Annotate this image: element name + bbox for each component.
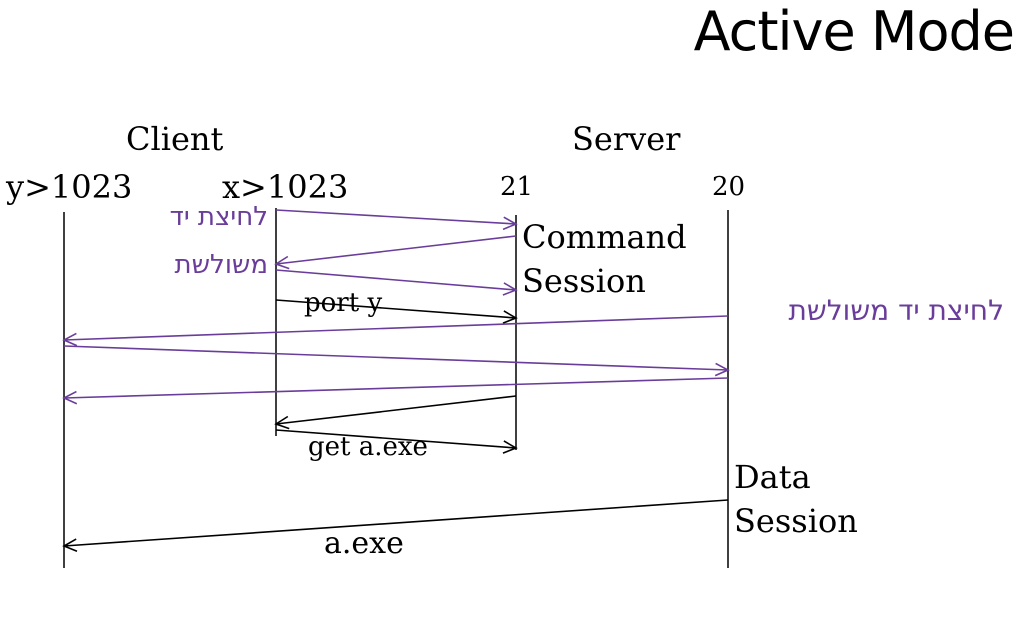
message-arrow bbox=[275, 429, 517, 449]
message-arrow bbox=[63, 345, 729, 371]
message-arrow bbox=[275, 269, 517, 291]
port-server-cmd: 21 bbox=[500, 172, 534, 202]
arrowhead-icon bbox=[714, 362, 730, 377]
message-arrow bbox=[63, 499, 729, 547]
arrowhead-icon bbox=[502, 440, 518, 454]
port-client-cmd: x>1023 bbox=[222, 168, 349, 206]
data-session-line1: Data bbox=[734, 458, 811, 496]
server-label: Server bbox=[572, 120, 681, 158]
message-arrow bbox=[275, 395, 517, 425]
arrowhead-icon bbox=[502, 282, 518, 296]
message-arrow bbox=[275, 299, 517, 319]
handshake-label-command-1: לחיצת יד bbox=[169, 202, 268, 232]
command-session-line1: Command bbox=[522, 218, 687, 256]
arrowhead-icon bbox=[62, 538, 78, 552]
command-session-line2: Session bbox=[522, 262, 646, 300]
port-server-data: 20 bbox=[712, 172, 746, 202]
arrowhead-icon bbox=[502, 216, 518, 231]
message-arrow bbox=[63, 315, 729, 341]
arrowhead-icon bbox=[502, 310, 518, 324]
handshake-label-data: לחיצת יד משולשת bbox=[788, 294, 1004, 327]
message-arrow bbox=[275, 209, 517, 225]
arrowhead-icon bbox=[274, 255, 290, 270]
slide-title: Active Mode bbox=[693, 0, 1015, 63]
port-client-data: y>1023 bbox=[6, 168, 133, 206]
message-arrow bbox=[275, 235, 517, 265]
arrowhead-icon bbox=[274, 415, 290, 430]
handshake-label-command-2: משולשת bbox=[174, 250, 268, 280]
arrowhead-icon bbox=[62, 332, 78, 347]
arrowhead-icon bbox=[62, 390, 78, 405]
client-label: Client bbox=[126, 120, 224, 158]
message-arrow bbox=[63, 377, 729, 399]
msg-label-file: a.exe bbox=[324, 526, 404, 561]
data-session-line2: Session bbox=[734, 502, 858, 540]
